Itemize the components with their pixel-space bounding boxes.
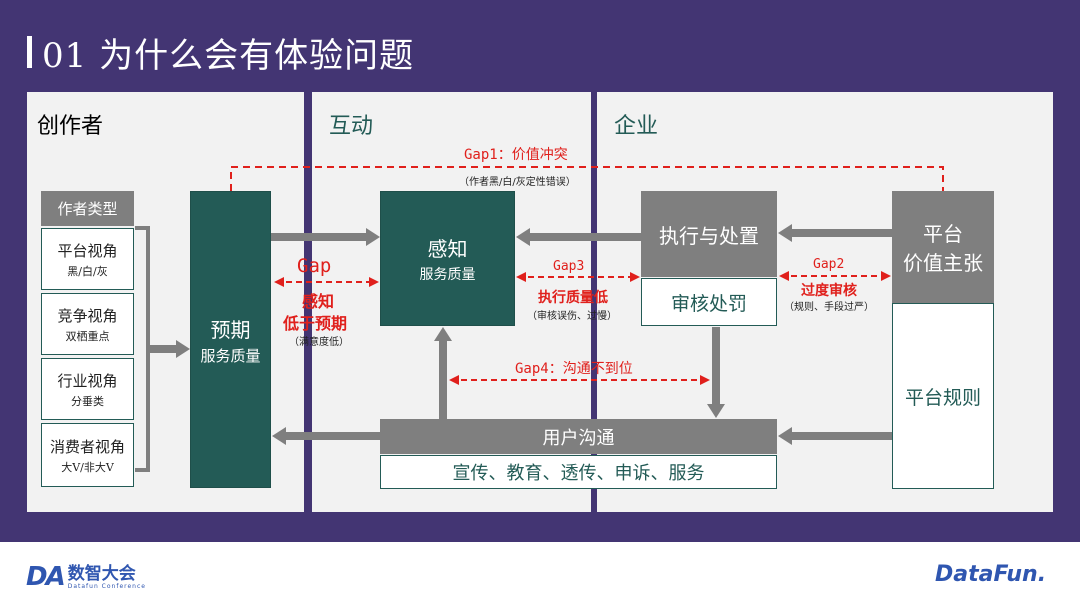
execution-header-label: 执行与处置 xyxy=(659,223,759,248)
summit-logo-text-group: 数智大会 Datafun Conference xyxy=(68,565,146,590)
title-accent-bar xyxy=(27,36,32,68)
gap3-line1: 执行质量低 xyxy=(538,290,608,306)
creator-type-main: 竞争视角 xyxy=(57,306,118,325)
communication-header-label: 用户沟通 xyxy=(542,427,615,449)
expectation-subtitle: 服务质量 xyxy=(200,346,261,365)
creator-type-platform: 平台视角 黑/白/灰 xyxy=(41,228,134,290)
datafun-logo-text: DataFun. xyxy=(935,562,1047,587)
expectation-title: 预期 xyxy=(210,317,251,342)
gap-label: Gap xyxy=(297,255,332,277)
creator-type-sub: 黑/白/灰 xyxy=(67,264,108,278)
summit-logo-mark: DA xyxy=(26,562,66,592)
perception-title: 感知 xyxy=(427,237,468,261)
communication-header: 用户沟通 xyxy=(380,419,777,454)
communication-body-label: 宣传、教育、透传、申诉、服务 xyxy=(452,463,705,484)
creator-types-header-label: 作者类型 xyxy=(57,200,118,218)
datafun-logo: DataFun. xyxy=(935,562,1046,587)
page-title: 01 为什么会有体验问题 xyxy=(42,36,415,76)
gap4-label: Gap4：沟通不到位 xyxy=(515,361,633,377)
execution-header: 执行与处置 xyxy=(641,191,777,277)
platform-header-line1: 平台 xyxy=(923,222,963,246)
expectation-box: 预期 服务质量 xyxy=(190,191,271,488)
gap2-line1: 过度审核 xyxy=(801,283,857,299)
creator-type-main: 消费者视角 xyxy=(49,437,125,456)
creator-type-sub: 双栖重点 xyxy=(65,329,110,343)
execution-body: 审核处罚 xyxy=(641,278,777,326)
gap-note: （满意度低） xyxy=(289,337,349,348)
summit-logo-subtext: Datafun Conference xyxy=(67,582,146,590)
gap1-note: （作者黑/白/灰定性错误） xyxy=(459,177,576,188)
gap-line1: 感知 xyxy=(302,292,335,311)
gap3-label: Gap3 xyxy=(553,259,585,274)
creator-panel-title: 创作者 xyxy=(37,114,104,139)
communication-body: 宣传、教育、透传、申诉、服务 xyxy=(380,455,777,489)
creator-types-header: 作者类型 xyxy=(41,191,134,226)
creator-type-industry: 行业视角 分垂类 xyxy=(41,358,134,420)
platform-body-label: 平台规则 xyxy=(904,386,981,409)
creator-type-sub: 大V/非大V xyxy=(61,460,114,474)
creator-type-main: 行业视角 xyxy=(57,371,118,390)
platform-header: 平台 价值主张 xyxy=(892,191,994,303)
creator-type-competition: 竞争视角 双栖重点 xyxy=(41,293,134,355)
interaction-panel-title: 互动 xyxy=(329,114,374,139)
gap-line2: 低于预期 xyxy=(283,314,348,333)
creator-type-sub: 分垂类 xyxy=(71,394,104,408)
summit-logo-text: 数智大会 xyxy=(67,563,136,584)
gap2-note: （规则、手段过严） xyxy=(784,302,874,313)
gap3-note: （审核误伤、过慢） xyxy=(527,311,617,322)
enterprise-panel-title: 企业 xyxy=(614,114,659,139)
gap2-label: Gap2 xyxy=(813,257,845,272)
platform-body: 平台规则 xyxy=(892,303,994,489)
gap1-label: Gap1：价值冲突 xyxy=(464,147,568,163)
execution-body-label: 审核处罚 xyxy=(670,292,747,315)
perception-box: 感知 服务质量 xyxy=(380,191,515,326)
platform-header-line2: 价值主张 xyxy=(903,251,983,275)
datafun-summit-logo: DA 数智大会 Datafun Conference xyxy=(26,562,146,592)
creator-type-main: 平台视角 xyxy=(57,241,118,260)
perception-subtitle: 服务质量 xyxy=(419,267,476,283)
creator-type-consumer: 消费者视角 大V/非大V xyxy=(41,423,134,487)
